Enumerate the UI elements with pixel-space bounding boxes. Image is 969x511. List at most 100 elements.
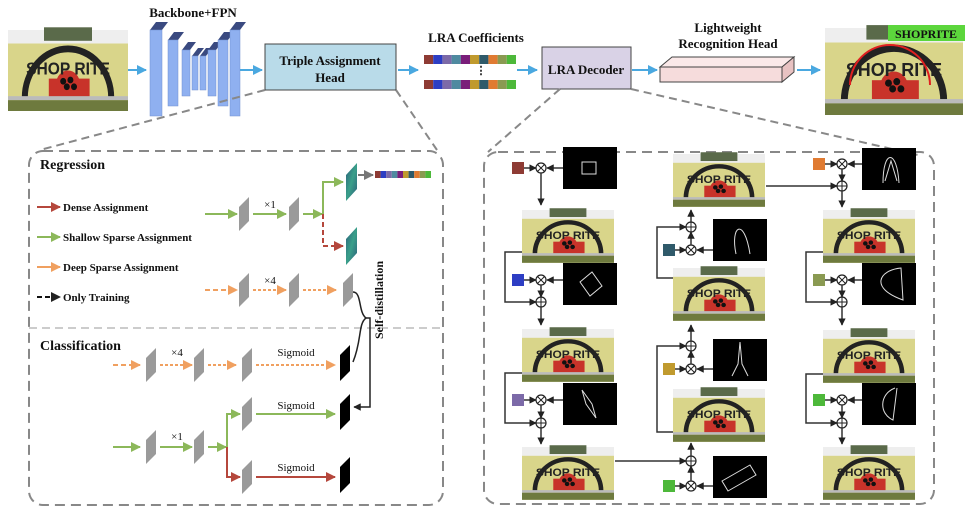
multiply-glyph: [687, 482, 695, 490]
multiply-glyph: [537, 396, 545, 404]
intermediate-image: [673, 387, 765, 442]
coefficient-cell: [375, 171, 381, 178]
basis-shape: [734, 228, 751, 255]
multiply-glyph: [537, 164, 545, 172]
feature-map-icon: [239, 197, 249, 231]
multiply-glyph: [838, 276, 846, 284]
coefficient-cell: [506, 80, 516, 89]
sigmoid-label: Sigmoid: [277, 400, 315, 412]
backbone-slab-top: [192, 48, 204, 56]
zoom-connector-decoder-left: [487, 88, 561, 153]
backbone-slab: [191, 55, 199, 91]
lra-decoder-box: LRA Decoder: [541, 46, 632, 90]
flow-line: [504, 251, 537, 306]
backbone-slab: [199, 55, 207, 91]
sigmoid-label: Sigmoid: [277, 462, 315, 474]
feature-map-icon: [242, 348, 252, 382]
coefficient-cell: [380, 171, 387, 178]
coefficient-square: [813, 158, 825, 170]
backbone-slab-top: [230, 22, 246, 30]
coefficient-cell: [433, 80, 443, 89]
basis-image: [862, 383, 916, 425]
recognition-head-block: [658, 55, 796, 84]
lra-decoder-label: LRA Decoder: [548, 62, 624, 77]
coefficient-cell: [414, 171, 420, 178]
basis-shape: [880, 267, 904, 301]
intermediate-image: [823, 328, 915, 383]
flow-line: [805, 373, 838, 427]
intermediate-image: [522, 445, 614, 500]
multiply-glyph: [838, 160, 846, 168]
coefficient-cell: [460, 55, 470, 64]
head-label-line2: Head: [315, 70, 345, 85]
multiply-glyph: [537, 276, 545, 284]
flow-line: [656, 342, 687, 433]
coefficient-cell: [424, 55, 434, 64]
shallow-branch-arrow: [226, 409, 241, 447]
repeat-x4-label: ×4: [264, 275, 276, 287]
feature-map-icon: [194, 430, 204, 464]
dense-branch-arrow: [226, 447, 241, 482]
backbone-slab: [167, 39, 179, 107]
coefficient-cell: [433, 55, 443, 64]
coefficient-vector-top: [424, 55, 516, 64]
coefficient-square: [512, 274, 524, 286]
coefficient-square: [663, 244, 675, 256]
repeat-x1-label: ×1: [171, 431, 183, 443]
heatmap-icon: [346, 227, 357, 265]
coefficient-cell: [451, 55, 461, 64]
coefficient-square: [813, 394, 825, 406]
multiply-glyph: [687, 365, 695, 373]
feature-map-icon: [343, 273, 353, 307]
zoom-connector-head-right: [395, 89, 438, 151]
coefficient-cell: [497, 80, 507, 89]
coefficient-cell: [442, 55, 452, 64]
backbone-slab-top: [150, 22, 168, 30]
coefficient-square: [512, 394, 524, 406]
coefficient-cell: [488, 80, 498, 89]
flow-line: [805, 251, 838, 306]
coefficient-cell: [451, 80, 461, 89]
recog-label-line2: Recognition Head: [678, 36, 778, 51]
intermediate-image: [823, 208, 915, 263]
multiply-glyph: [687, 246, 695, 254]
dense-branch-arrow: [322, 214, 344, 251]
legend-label: Shallow Sparse Assignment: [63, 232, 192, 244]
multiply-glyph: [838, 396, 846, 404]
coefficient-cell: [419, 171, 426, 178]
coefficient-cell: [386, 171, 392, 178]
backbone-slab: [181, 49, 191, 97]
coefficient-cell: [479, 55, 489, 64]
basis-image: [713, 456, 767, 498]
basis-image: [862, 263, 916, 305]
basis-shape: [882, 157, 900, 184]
lra-coefficients-label: LRA Coefficients: [428, 30, 524, 45]
flow-line: [504, 372, 537, 427]
coefficient-cell: [506, 55, 516, 64]
input-image: [8, 27, 128, 111]
triple-assignment-head-box: Triple Assignment Head: [264, 43, 397, 91]
backbone-slab: [217, 39, 229, 107]
basis-image: [563, 147, 617, 189]
basis-shape: [581, 389, 597, 419]
basis-image: [563, 263, 617, 305]
classification-title: Classification: [40, 339, 121, 354]
repeat-x4-label: ×4: [171, 347, 183, 359]
feature-map-icon: [242, 397, 252, 431]
coefficient-vector-bottom: [424, 80, 516, 89]
basis-shape: [721, 464, 757, 492]
backbone-label: Backbone+FPN: [149, 5, 237, 20]
basis-shape: [581, 161, 597, 175]
coefficient-cell: [479, 80, 489, 89]
output-image: SHOPRITE: [825, 25, 965, 115]
score-map-icon: [340, 394, 350, 430]
coefficient-square: [663, 480, 675, 492]
backbone-slab-top: [168, 32, 184, 40]
output-text-tag: [888, 25, 965, 41]
feature-map-icon: [146, 348, 156, 382]
coefficient-cell: [424, 80, 434, 89]
coefficient-square: [813, 274, 825, 286]
coefficient-cell: [470, 55, 480, 64]
